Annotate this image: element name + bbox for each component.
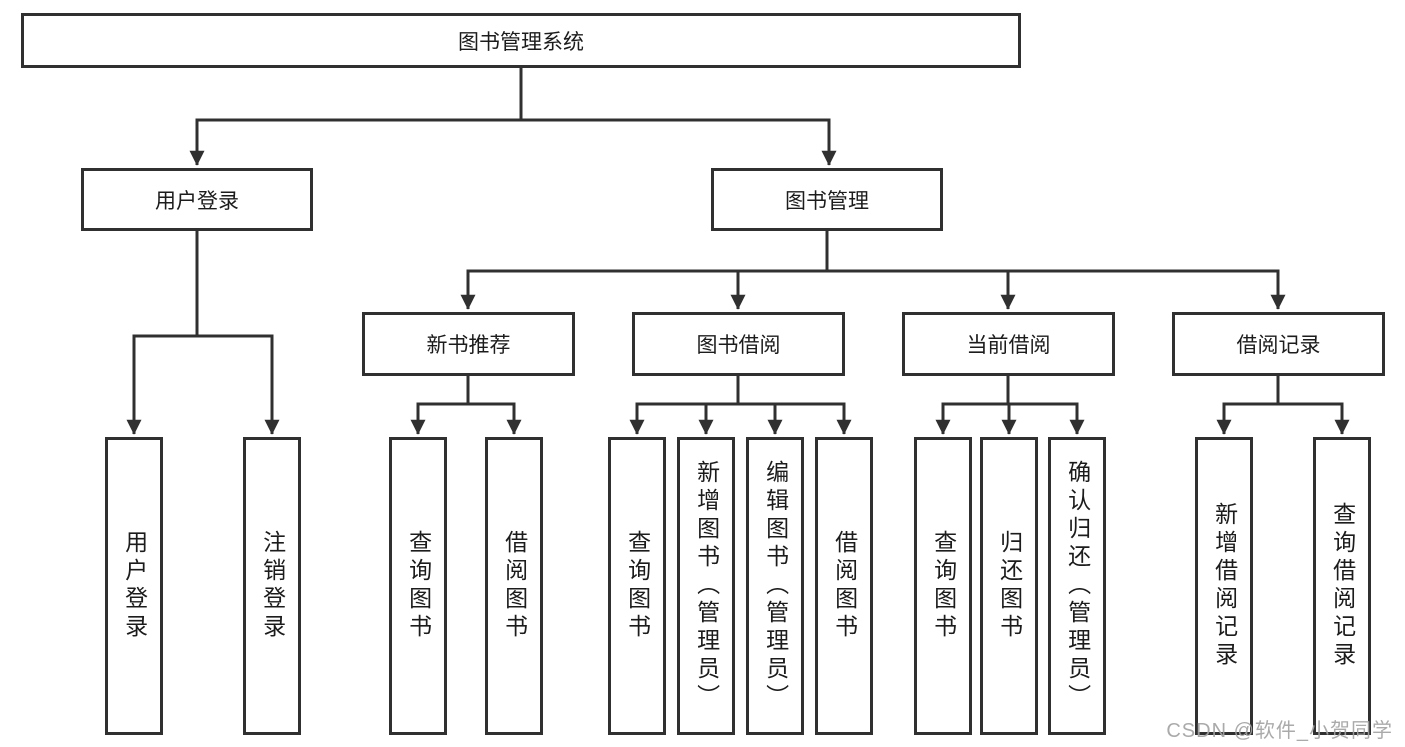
- leaf-cb-confirm-return-admin: 确认归还（管理员）: [1048, 437, 1106, 735]
- node-root-label: 图书管理系统: [458, 30, 584, 54]
- node-borrow-records-label: 借阅记录: [1236, 334, 1321, 357]
- leaf-cb-query-books: 查询图书: [914, 437, 972, 735]
- leaf-nbr-borrow-books: 借阅图书: [485, 437, 543, 735]
- node-new-book-recommend: 新书推荐: [362, 312, 575, 376]
- leaf-nbr-query-books-label: 查询图书: [405, 530, 432, 642]
- node-root: 图书管理系统: [21, 13, 1021, 68]
- leaf-br-query-record-label: 查询借阅记录: [1329, 502, 1356, 670]
- node-book-borrow: 图书借阅: [632, 312, 845, 376]
- leaf-br-query-record: 查询借阅记录: [1313, 437, 1371, 735]
- leaf-bb-add-book-admin: 新增图书（管理员）: [677, 437, 735, 735]
- leaf-nbr-query-books: 查询图书: [389, 437, 447, 735]
- leaf-user-login: 用户登录: [105, 437, 163, 735]
- leaf-user-login-label: 用户登录: [121, 530, 148, 642]
- leaf-bb-query-books-label: 查询图书: [624, 530, 651, 642]
- leaf-cb-confirm-return-admin-label: 确认归还（管理员）: [1064, 460, 1091, 712]
- node-user-login-label: 用户登录: [155, 189, 239, 213]
- node-new-book-recommend-label: 新书推荐: [426, 334, 511, 357]
- leaf-logout-label: 注销登录: [259, 530, 286, 642]
- leaf-br-add-record-label: 新增借阅记录: [1211, 502, 1238, 670]
- leaf-logout: 注销登录: [243, 437, 301, 735]
- leaf-nbr-borrow-books-label: 借阅图书: [501, 530, 528, 642]
- node-current-borrow-label: 当前借阅: [966, 334, 1051, 357]
- node-book-management: 图书管理: [711, 168, 943, 231]
- node-book-borrow-label: 图书借阅: [696, 334, 781, 357]
- leaf-bb-query-books: 查询图书: [608, 437, 666, 735]
- leaf-cb-return-books: 归还图书: [980, 437, 1038, 735]
- node-current-borrow: 当前借阅: [902, 312, 1115, 376]
- leaf-cb-query-books-label: 查询图书: [930, 530, 957, 642]
- leaf-bb-edit-book-admin-label: 编辑图书（管理员）: [762, 460, 789, 712]
- leaf-bb-edit-book-admin: 编辑图书（管理员）: [746, 437, 804, 735]
- node-user-login: 用户登录: [81, 168, 313, 231]
- leaf-bb-borrow-books: 借阅图书: [815, 437, 873, 735]
- leaf-br-add-record: 新增借阅记录: [1195, 437, 1253, 735]
- leaf-bb-add-book-admin-label: 新增图书（管理员）: [693, 460, 720, 712]
- leaf-bb-borrow-books-label: 借阅图书: [831, 530, 858, 642]
- node-borrow-records: 借阅记录: [1172, 312, 1385, 376]
- leaf-cb-return-books-label: 归还图书: [996, 530, 1023, 642]
- node-book-management-label: 图书管理: [785, 189, 869, 213]
- csdn-watermark: CSDN @软件_小贺同学: [1166, 720, 1393, 742]
